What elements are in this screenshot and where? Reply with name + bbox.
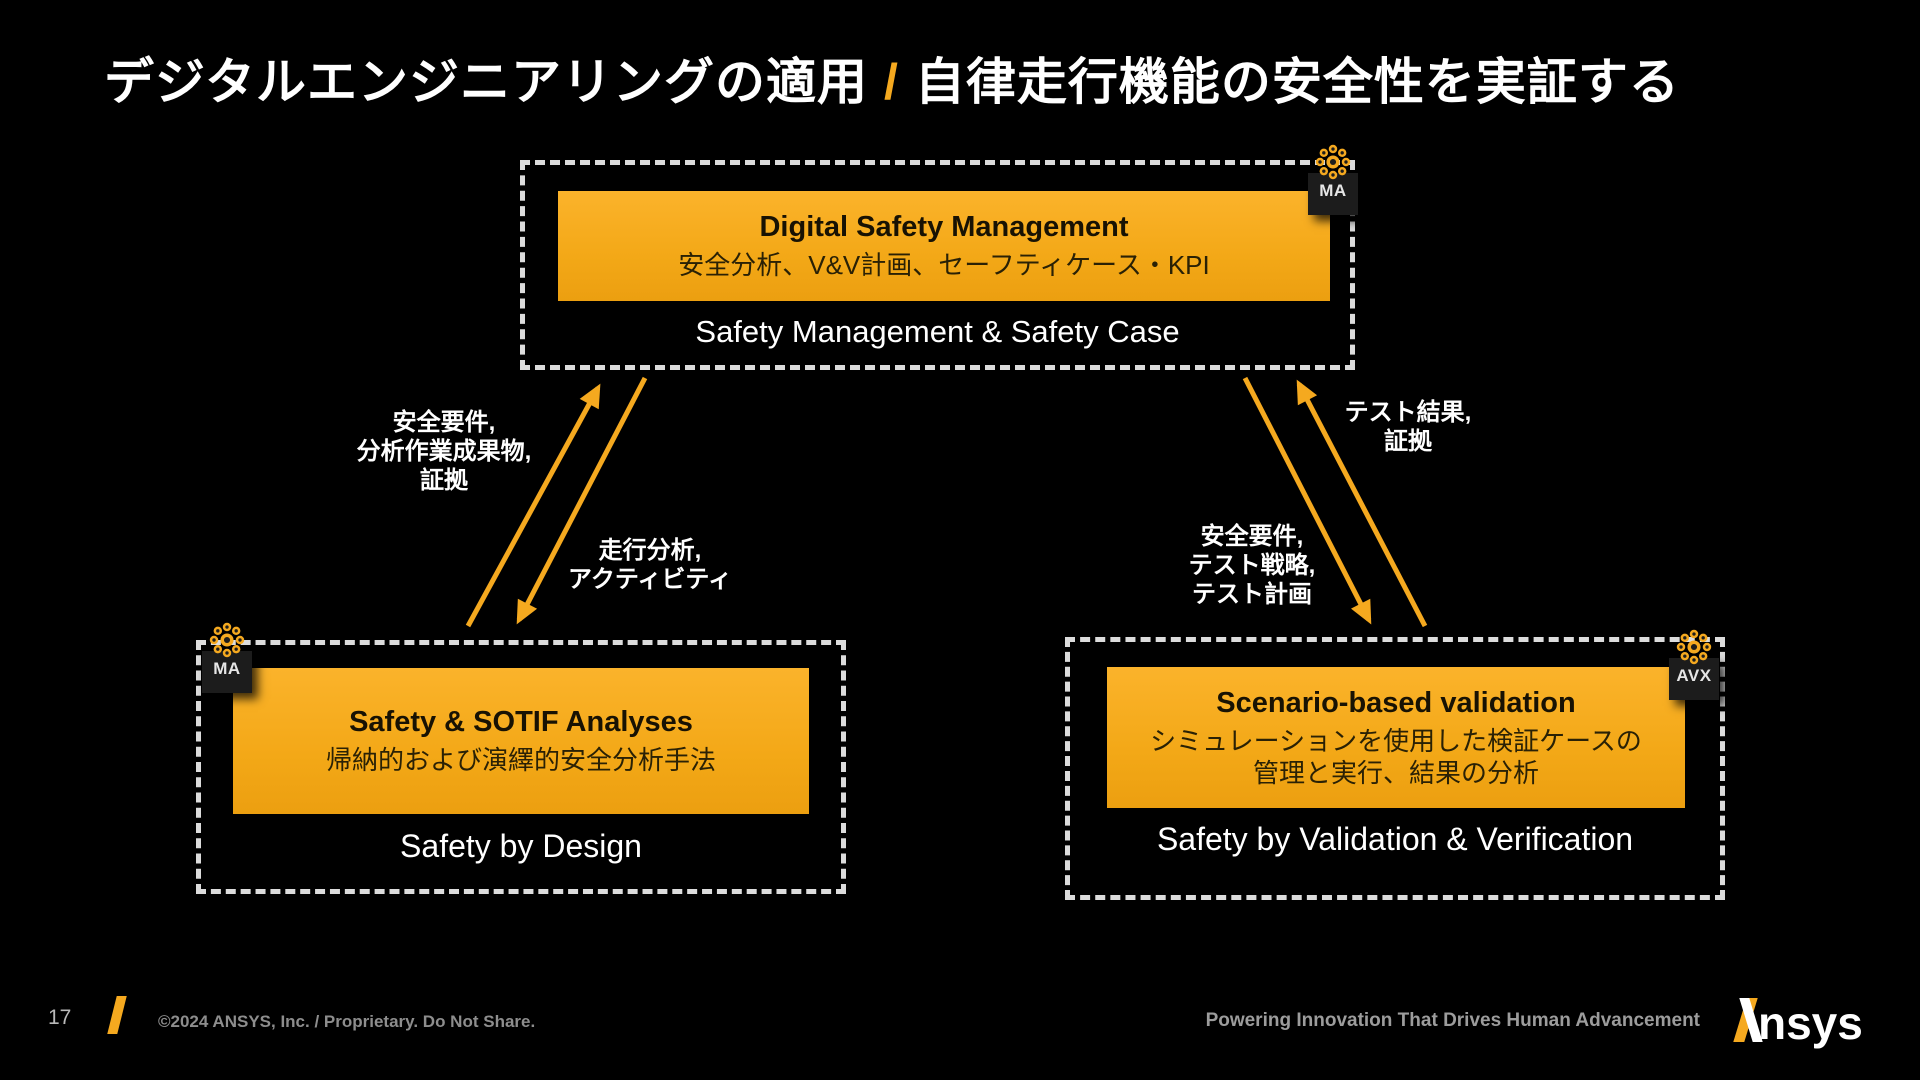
badge-avxcelerate: AVX	[1664, 628, 1724, 704]
node-safety-by-validation: AVX Scenario-based validation シミュレーションを使…	[1065, 629, 1725, 900]
ansys-logo: nsys	[1733, 992, 1863, 1049]
footer-tagline: Powering Innovation That Drives Human Ad…	[1205, 1010, 1700, 1031]
subheading-line-2: 管理と実行、結果の分析	[1252, 757, 1539, 788]
label-line: 証拠	[1384, 428, 1432, 455]
badge-background	[1669, 658, 1719, 700]
label-line: 安全要件,	[1200, 523, 1304, 550]
title-part-1: デジタルエンジニアリングの適用	[104, 54, 868, 110]
node-caption: Safety by Validation & Verification	[1156, 821, 1634, 857]
badge-medini-analyze: MA	[197, 621, 257, 697]
panel-subheading: シミュレーションを使用した検証ケースの 管理と実行、結果の分析	[1150, 725, 1642, 789]
arrow-label-left-down: 走行分析, アクティビティ	[545, 536, 755, 594]
node-caption: Safety by Design	[400, 828, 642, 864]
label-line: テスト計画	[1192, 581, 1312, 608]
badge-background	[202, 651, 252, 693]
copyright-text: ©2024 ANSYS, Inc. / Proprietary. Do Not …	[158, 1012, 536, 1031]
node-safety-management: MA Digital Safety Management 安全分析、V&V計画、…	[520, 144, 1358, 370]
label-line: 安全要件,	[392, 409, 496, 436]
label-line: アクティビティ	[568, 566, 732, 593]
gear-icon	[1676, 629, 1712, 665]
badge-background	[1308, 173, 1358, 215]
label-line: テスト戦略,	[1188, 552, 1316, 579]
gear-icon	[1315, 144, 1351, 180]
label-line: 分析作業成果物,	[356, 438, 532, 465]
panel-scenario-based-validation: Scenario-based validation シミュレーションを使用した検…	[1107, 667, 1685, 808]
panel-heading: Safety & SOTIF Analyses	[349, 706, 693, 738]
label-line: テスト結果,	[1344, 399, 1472, 426]
arrow-label-right-up: テスト結果, 証拠	[1300, 398, 1516, 456]
arrow-label-right-down: 安全要件, テスト戦略, テスト計画	[1140, 522, 1364, 609]
node-caption: Safety Management & Safety Case	[695, 314, 1180, 349]
label-line: 走行分析,	[598, 537, 702, 564]
node-safety-by-design: MA Safety & SOTIF Analyses 帰納的および演繹的安全分析…	[196, 622, 846, 894]
badge-medini-analyze: MA	[1303, 143, 1363, 219]
badge-label: MA	[1319, 181, 1347, 200]
badge-label: AVX	[1676, 666, 1712, 685]
arrow-label-left-up: 安全要件, 分析作業成果物, 証拠	[330, 408, 558, 495]
label-line: 証拠	[420, 467, 468, 494]
title-part-2: 自律走行機能の安全性を実証する	[914, 54, 1680, 110]
logo-text: nsys	[1758, 997, 1863, 1049]
panel-subheading: 帰納的および演繹的安全分析手法	[325, 745, 716, 775]
badge-label: MA	[213, 659, 241, 678]
footer-slash-icon	[107, 996, 127, 1034]
title-separator-slash: /	[884, 54, 899, 110]
panel-safety-sotif-analyses: Safety & SOTIF Analyses 帰納的および演繹的安全分析手法	[233, 668, 809, 814]
panel-digital-safety-management: Digital Safety Management 安全分析、V&V計画、セーフ…	[558, 191, 1330, 301]
gear-icon	[209, 622, 245, 658]
subheading-line-1: シミュレーションを使用した検証ケースの	[1150, 725, 1642, 756]
panel-subheading: 安全分析、V&V計画、セーフティケース・KPI	[678, 250, 1210, 280]
page-title: デジタルエンジニアリングの適用 / 自律走行機能の安全性を実証する	[104, 42, 1680, 114]
panel-heading: Digital Safety Management	[759, 211, 1129, 243]
page-number: 17	[48, 1006, 72, 1029]
panel-heading: Scenario-based validation	[1216, 686, 1576, 719]
